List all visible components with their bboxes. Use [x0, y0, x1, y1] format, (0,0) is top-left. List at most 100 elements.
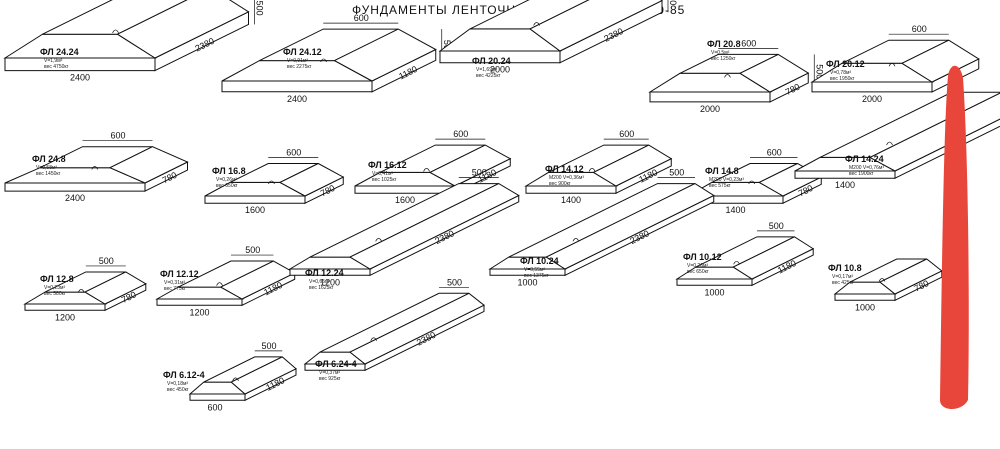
block-front-face: [4, 57, 156, 72]
block-right-slope: [349, 292, 485, 365]
lifting-loop-icon: [878, 278, 886, 282]
block-volume-label: V=1,9м³: [44, 58, 63, 64]
block-front-face: [649, 91, 771, 103]
block-weight-label: вес 650кг: [687, 269, 709, 275]
block-volume-label: M200 V=0,36м³: [549, 175, 584, 181]
lifting-loop-icon: [423, 168, 430, 172]
dim-length-label: 1600: [395, 195, 415, 205]
block-front-face: [794, 170, 896, 179]
lifting-loop-icon: [572, 238, 580, 242]
block-front-face: [811, 81, 933, 93]
block-name-label: ФЛ 16.12: [368, 160, 407, 170]
block-weight-label: вес 1025кг: [372, 177, 397, 183]
block-weight-label: вес 450кг: [167, 387, 189, 393]
dim-top-label: 600: [741, 38, 756, 48]
block-name-label: ФЛ 6.12-4: [163, 370, 205, 380]
block-right-slope: [348, 183, 520, 270]
block-name-label: ФЛ 12.24: [305, 268, 344, 278]
lifting-loop-icon: [232, 377, 239, 382]
dim-length-label: 2000: [490, 65, 510, 75]
block-volume-label: V=0,18м³: [167, 381, 188, 387]
dim-top-label: 500: [472, 168, 487, 178]
dim-length-label: 1000: [518, 277, 538, 287]
block-name-label: ФЛ 12.8: [40, 274, 74, 284]
block-name-label: ФЛ 10.24: [520, 256, 559, 266]
block-right-slope: [428, 144, 512, 187]
block-weight-label: вес 650кг: [216, 183, 238, 189]
block-weight-label: вес 4750кг: [44, 64, 69, 70]
block-right-slope: [545, 183, 715, 270]
block-right-slope: [108, 146, 189, 184]
lifting-loop-icon: [533, 22, 540, 26]
lifting-loop-icon: [886, 141, 893, 146]
block-weight-label: вес 575кг: [709, 183, 731, 189]
block-name-label: ФЛ 24.24: [40, 47, 79, 57]
dim-length-label: 1000: [855, 302, 875, 312]
dim-height-label: 500: [255, 1, 265, 16]
dim-length-label: 1000: [705, 287, 725, 297]
dim-length-label: 1400: [726, 205, 746, 215]
block-top-face: [42, 0, 188, 35]
block-weight-label: вес 2275кг: [287, 64, 312, 70]
block-right-slope: [592, 144, 673, 187]
dim-top-label: 500: [262, 341, 277, 351]
dim-top-label: 600: [453, 129, 468, 139]
sheet-title: ФУНДАМЕНТЫ ЛЕНТОЧНЫЕ: [352, 3, 537, 17]
block-top-face: [469, 0, 590, 30]
lifting-loop-icon: [724, 74, 731, 78]
block-weight-label: вес 775кг: [164, 286, 186, 292]
block-front-face: [204, 195, 306, 204]
dim-height-label: 500: [814, 64, 824, 79]
block-volume-label: V=0,5м³: [711, 50, 730, 56]
block-volume-label: M200 V=0,23м³: [709, 177, 744, 183]
block-weight-label: вес 1950кг: [830, 76, 855, 82]
dim-height-label: 500: [668, 0, 678, 5]
block-volume-label: V=0,31м³: [164, 280, 185, 286]
block-right-slope: [219, 260, 296, 300]
block-name-label: ФЛ 14.24: [845, 154, 884, 164]
dim-top-label: 500: [245, 245, 260, 255]
dim-length-label: 2000: [700, 104, 720, 114]
block-right-slope: [333, 28, 437, 82]
block-right-slope: [868, 92, 1000, 172]
dim-length-label: 1600: [245, 205, 265, 215]
lifting-loop-icon: [77, 289, 85, 293]
lifting-loop-icon: [748, 180, 756, 185]
block-name-label: ФЛ 24.8: [32, 154, 66, 164]
block-front-face: [156, 298, 243, 306]
dim-top-label: 600: [767, 148, 782, 158]
block-front-face: [189, 393, 246, 401]
block-volume-label: V=0,23м³: [44, 285, 65, 291]
block-name-label: ФЛ 12.12: [160, 269, 199, 279]
block-volume-label: V=0,26м³: [687, 263, 708, 269]
block-weight-label: вес 4225кг: [476, 73, 501, 79]
block-front-face: [834, 293, 896, 301]
block-name-label: ФЛ 14.12: [545, 164, 584, 174]
dim-length-label: 2400: [287, 94, 307, 104]
dim-top-label: 500: [447, 277, 462, 287]
block-front-face: [525, 185, 617, 194]
lifting-loop-icon: [888, 62, 896, 67]
block-weight-label: вес 900кг: [549, 181, 571, 187]
dim-top-label: 600: [912, 24, 927, 34]
block-front-face: [354, 185, 456, 194]
lifting-loop-icon: [216, 282, 223, 286]
block-name-label: ФЛ 24.12: [283, 47, 322, 57]
block-weight-label: вес 1250кг: [711, 56, 736, 62]
block-name-label: ФЛ 16.8: [212, 166, 246, 176]
block-name-label: ФЛ 20.12: [826, 59, 865, 69]
block-volume-label: V=0,26м³: [216, 177, 237, 183]
block-name-label: ФЛ 10.12: [683, 252, 722, 262]
dim-length-label: 2400: [70, 73, 90, 83]
block-right-slope: [900, 39, 980, 83]
